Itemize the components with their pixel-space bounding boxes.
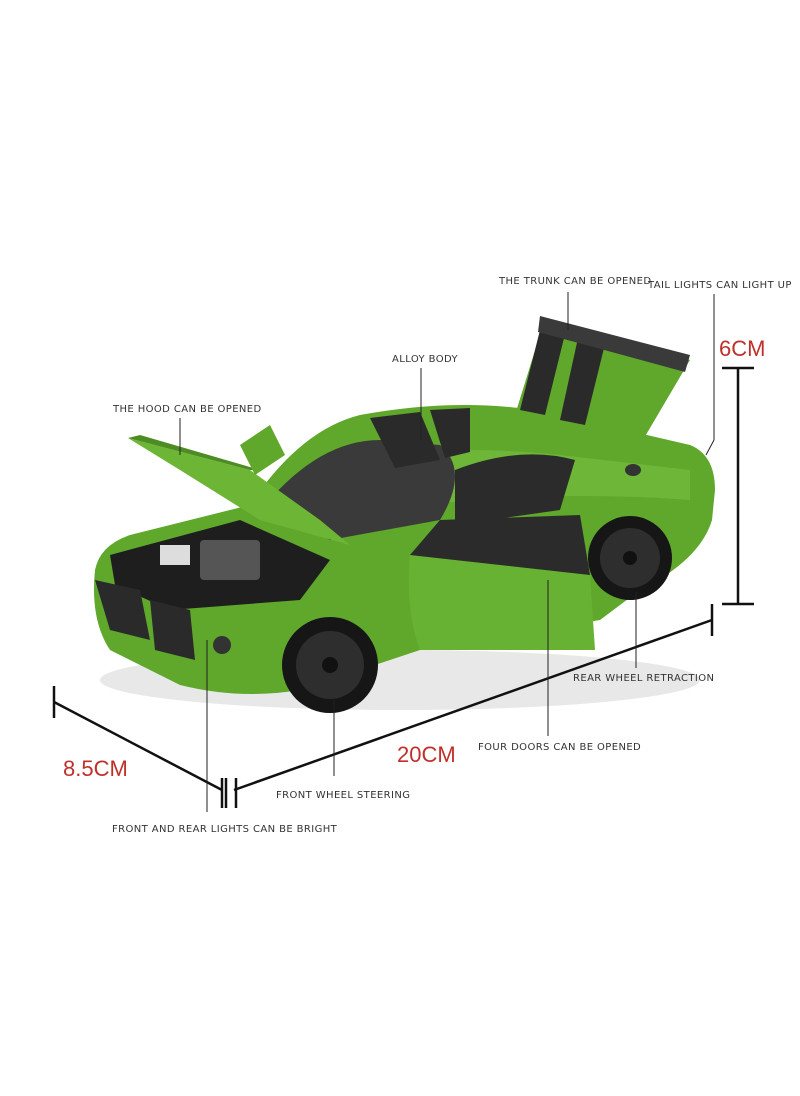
front-wheel-label: FRONT WHEEL STEERING — [276, 790, 411, 801]
hood-label: THE HOOD CAN BE OPENED — [113, 404, 262, 415]
alloy-body-label: ALLOY BODY — [392, 354, 459, 365]
tail-lights-label: TAIL LIGHTS CAN LIGHT UP — [648, 280, 792, 291]
front-wheel — [282, 617, 378, 713]
lights-label: FRONT AND REAR LIGHTS CAN BE BRIGHT — [112, 824, 338, 835]
height-dimension: 6CM — [719, 336, 766, 361]
length-dimension: 20CM — [397, 742, 456, 767]
width-dimension: 8.5CM — [63, 756, 128, 781]
rear-wheel — [588, 516, 672, 600]
trunk-label: THE TRUNK CAN BE OPENED — [499, 276, 652, 287]
four-doors-label: FOUR DOORS CAN BE OPENED — [478, 742, 642, 753]
callout-lines — [179, 292, 715, 812]
dimension-lines — [52, 366, 754, 808]
car-model — [94, 316, 715, 713]
rear-wheel-label: REAR WHEEL RETRACTION — [573, 673, 715, 684]
